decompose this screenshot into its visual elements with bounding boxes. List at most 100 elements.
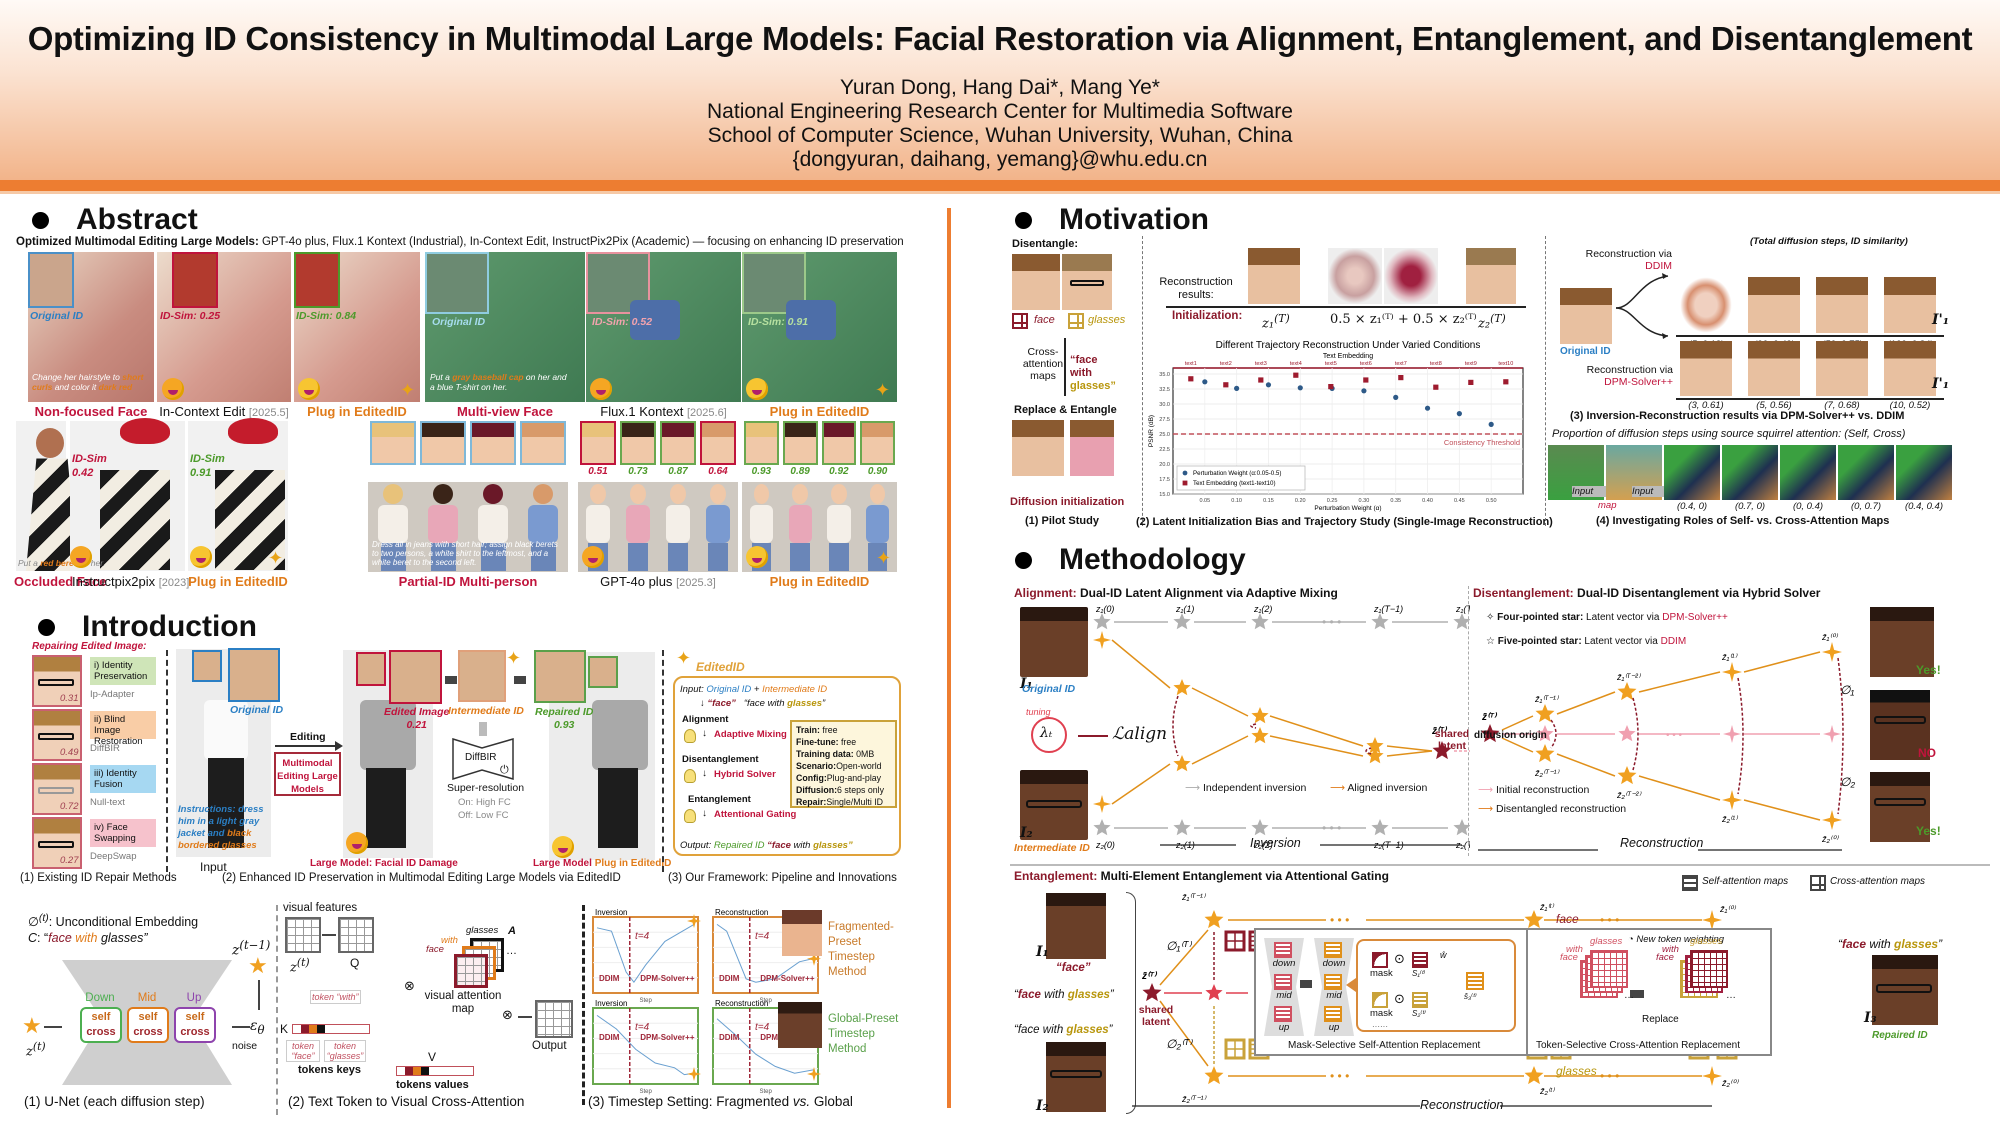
score-label: S₂⁽ᵗ⁾ xyxy=(1412,1009,1426,1018)
person-head xyxy=(670,484,686,504)
x-tick-label: 0.05 xyxy=(1199,498,1210,504)
unet-caption: (1) U-Net (each diffusion step) xyxy=(24,1094,205,1109)
arrow-icon xyxy=(1078,735,1108,737)
prompt-cap: Put a gray baseball cap on her and a blu… xyxy=(430,372,570,392)
face-with-glasses-2: “face with glasses” xyxy=(1014,1024,1112,1036)
cross-attention-stack-before xyxy=(1590,950,1628,988)
initial-star-icon xyxy=(1536,725,1554,742)
text: Intermediate ID xyxy=(762,684,828,695)
latent-label: z̄₂⁽ᵗ⁾ xyxy=(1539,1086,1555,1096)
motivation-caption-2: (2) Latent Initialization Bias and Traje… xyxy=(1136,516,1553,528)
no-label: NO xyxy=(1918,746,1936,760)
aligned-arrow xyxy=(1191,735,1249,765)
latent-label: z₁(1) xyxy=(1175,604,1194,614)
map-label: map xyxy=(1598,500,1617,511)
cond-line: C: “face with glasses” xyxy=(28,931,148,945)
prompt-face-glasses: “face with glasses” xyxy=(1070,354,1120,393)
authors: Yuran Dong, Hang Dai*, Mang Ye* xyxy=(840,76,1160,99)
face-i3-a xyxy=(1012,420,1064,476)
methodology-heading: Methodology xyxy=(1015,543,1246,577)
prop-value: free xyxy=(819,725,838,735)
label-score: 0.21 xyxy=(406,719,427,731)
face-crop-person xyxy=(744,421,779,465)
face-i1-original xyxy=(1020,607,1088,677)
latent-star-icon xyxy=(807,1067,821,1081)
attention-point-label: (0.4, 0) xyxy=(1676,501,1708,512)
latent-star-icon: ★ xyxy=(248,953,268,978)
dashed-separator xyxy=(166,650,168,872)
trajectory-line xyxy=(596,923,695,984)
face-original-i1 xyxy=(1560,288,1612,344)
panel-frame xyxy=(592,916,699,994)
data-point-text-embedding xyxy=(1293,372,1299,378)
x-tick-label: 0.35 xyxy=(1390,498,1401,504)
text: Aligned inversion xyxy=(1347,782,1428,794)
framework-prompts: ↓ “face” “face with glasses” xyxy=(700,698,826,709)
poster-header: Optimizing ID Consistency in Multimodal … xyxy=(0,0,2000,180)
cross-maps-legend: Cross-attention maps xyxy=(1830,876,1926,887)
sad-face-icon xyxy=(70,546,92,568)
face-crop-person xyxy=(470,421,516,465)
face-crop-original xyxy=(28,252,74,308)
text: “face with xyxy=(1014,1024,1067,1036)
prompt-text: Put a xyxy=(430,372,453,382)
dpm-face xyxy=(1884,341,1936,396)
ddim-label: DDIM xyxy=(599,1033,620,1042)
motivation-heading: Motivation xyxy=(1015,203,1209,237)
face-crop-person xyxy=(860,421,895,465)
data-point-perturbation xyxy=(1202,379,1208,385)
caption-plug-4: Plug in EditedID xyxy=(769,574,870,589)
jeans xyxy=(708,543,728,571)
x-axis-label: Perturbation Weight (α) xyxy=(1314,505,1381,512)
arrow-icon xyxy=(445,676,457,684)
up-arrow-icon xyxy=(479,722,487,736)
ddim-label: DDIM xyxy=(719,974,740,983)
motivation-heading-text: Motivation xyxy=(1059,203,1209,236)
latent-star-icon xyxy=(1204,1066,1224,1085)
arrow-icon xyxy=(322,934,336,936)
text: “face xyxy=(767,840,791,851)
label-text: Large Model xyxy=(533,858,595,869)
cross-attn-label: Cross-attention maps xyxy=(1022,346,1064,382)
legend-label-text-embedding: Text Embedding (text1-text10) xyxy=(1193,480,1276,487)
dpm-point-label: (5, 0.56) xyxy=(1756,400,1792,411)
self-attention-map-icon xyxy=(1274,974,1292,990)
attention-result-image xyxy=(1780,445,1836,500)
ellipsis: … xyxy=(1624,990,1634,1001)
cross-attention-map-icon xyxy=(1224,1038,1246,1060)
caption-text: Instructpix2pix xyxy=(72,574,156,589)
red-beret xyxy=(228,418,278,444)
shared-latent-symbol: z̄⁽ᵀ⁾ xyxy=(1431,726,1448,737)
score-label: S₁⁽ᵗ⁾ xyxy=(1412,969,1426,978)
data-point-text-embedding xyxy=(1223,382,1229,388)
recon-face-1 xyxy=(1248,248,1300,304)
caption-gpt4o: GPT-4o plus [2025.3] xyxy=(578,574,738,589)
model-box: Multimodal Editing Large Models xyxy=(274,752,341,796)
sad-face-icon xyxy=(162,378,184,400)
original-id-label: Original ID xyxy=(1022,683,1076,695)
ellipsis: • • • xyxy=(1322,821,1341,835)
top-tick-label: text9 xyxy=(1465,361,1477,367)
text: “ xyxy=(1014,989,1018,1001)
latent-label: z̄₂⁽⁰⁾ xyxy=(1821,834,1839,844)
face-crop-person xyxy=(420,421,466,465)
text: Alignment: xyxy=(1014,586,1077,600)
top-axis-label: Text Embedding xyxy=(1323,353,1373,360)
person-head xyxy=(831,484,847,504)
token-with: with xyxy=(1566,944,1583,955)
face-crop-person xyxy=(580,421,616,465)
token-with-label: token “with” xyxy=(310,990,361,1004)
bullet-icon xyxy=(38,618,55,636)
data-point-text-embedding xyxy=(1433,384,1439,390)
yes-label-1: Yes! xyxy=(1916,663,1941,677)
prop-key: Train: xyxy=(796,725,820,735)
replace-label: Replace xyxy=(1642,1014,1679,1025)
dashed-separator xyxy=(582,905,585,1105)
sweater-pattern xyxy=(100,470,170,570)
ellipsis: ······ xyxy=(1372,1022,1388,1031)
id1-star-icon xyxy=(1535,704,1555,723)
final-prompt: “face with glasses” xyxy=(1838,937,1942,951)
null-embedding-2: ∅₂⁽ᵗ⁾ xyxy=(1840,775,1855,789)
person-head xyxy=(792,484,808,504)
recon-results-label: Reconstruction results: xyxy=(1159,276,1233,301)
